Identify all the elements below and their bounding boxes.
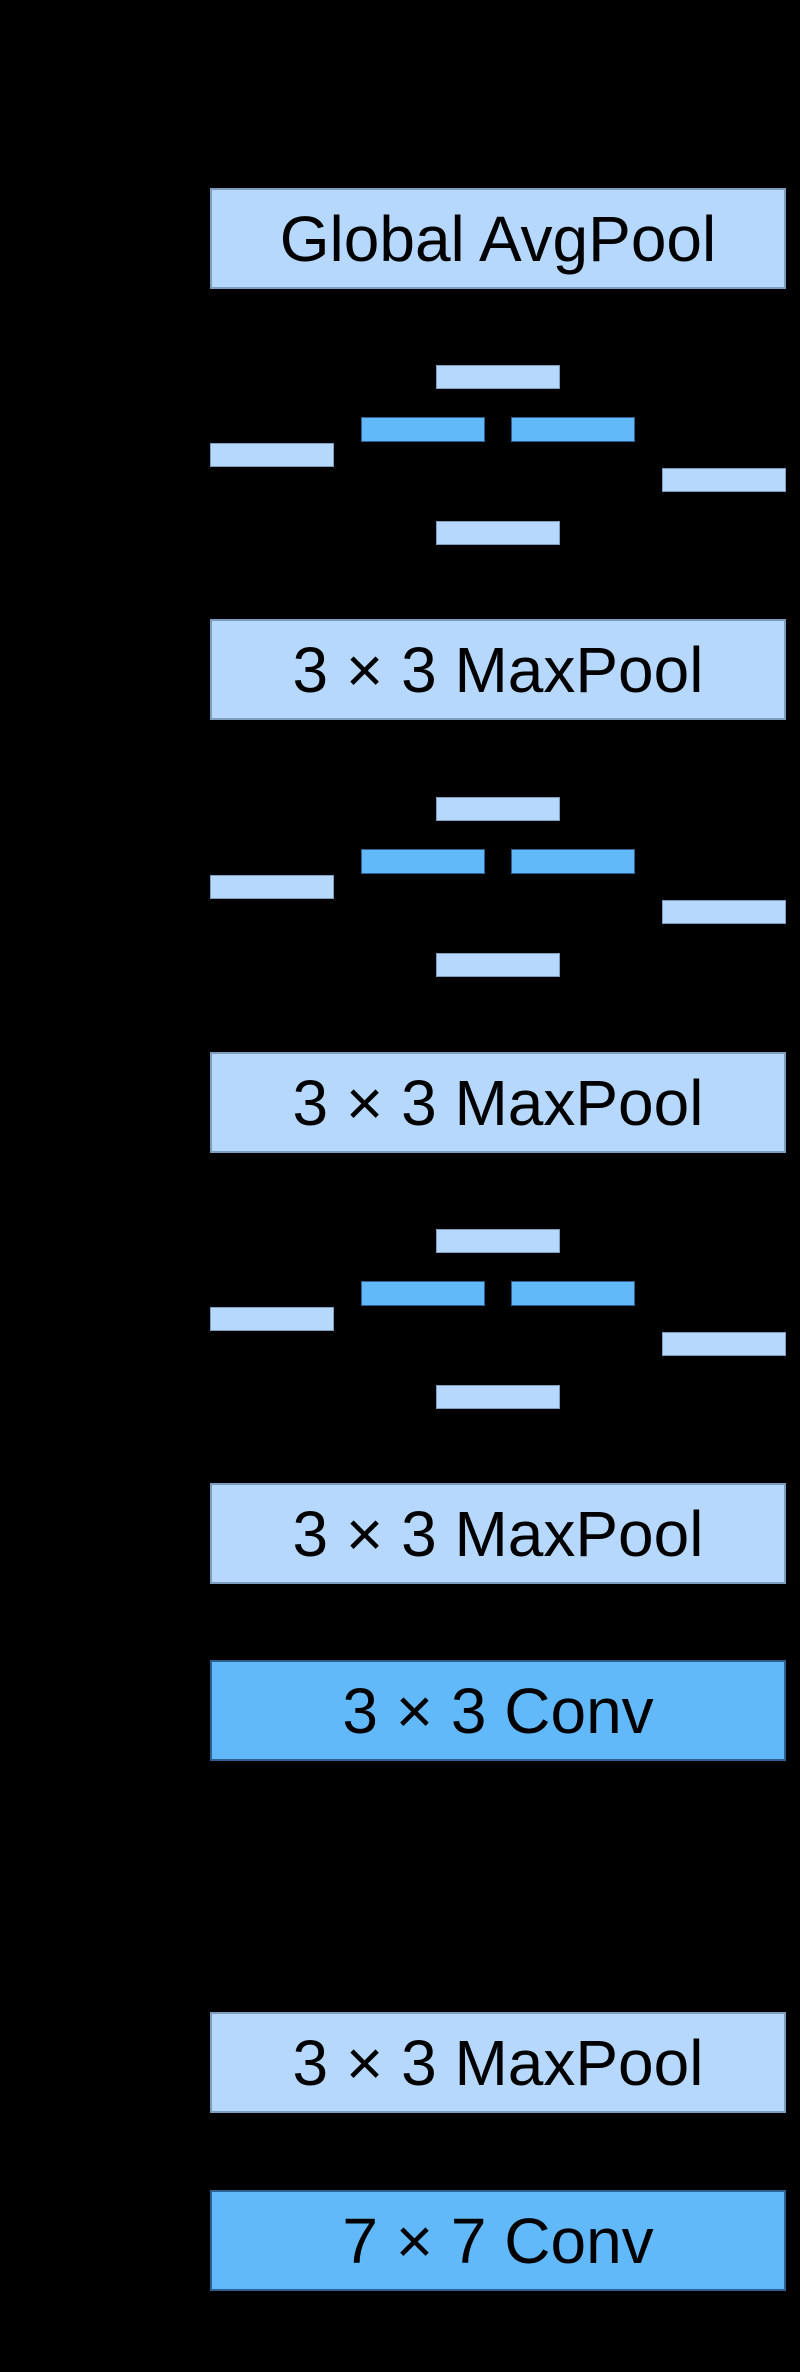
inception-top-box [436, 1229, 560, 1253]
inception-left-box [210, 875, 334, 899]
inception-mid-left-box [361, 849, 485, 874]
inception-left-box [210, 1307, 334, 1331]
inception-mid-right-box [511, 1281, 635, 1306]
layer-box-global-avgpool: Global AvgPool [210, 188, 786, 289]
inception-mid-right-box [511, 417, 635, 442]
inception-right-box [662, 468, 786, 492]
inception-block-2 [210, 797, 786, 977]
layer-box-maxpool-2: 3 × 3 MaxPool [210, 1052, 786, 1153]
inception-top-box [436, 797, 560, 821]
inception-bottom-box [436, 1385, 560, 1409]
layer-box-conv-7x7: 7 × 7 Conv [210, 2190, 786, 2291]
inception-top-box [436, 365, 560, 389]
inception-mid-right-box [511, 849, 635, 874]
inception-block-1 [210, 365, 786, 545]
inception-bottom-box [436, 953, 560, 977]
layer-box-maxpool-4: 3 × 3 MaxPool [210, 2012, 786, 2113]
layer-box-conv-3x3: 3 × 3 Conv [210, 1660, 786, 1761]
inception-mid-left-box [361, 417, 485, 442]
inception-bottom-box [436, 521, 560, 545]
inception-right-box [662, 1332, 786, 1356]
inception-mid-left-box [361, 1281, 485, 1306]
inception-right-box [662, 900, 786, 924]
inception-left-box [210, 443, 334, 467]
inception-block-3 [210, 1229, 786, 1409]
layer-box-maxpool-1: 3 × 3 MaxPool [210, 619, 786, 720]
layer-box-maxpool-3: 3 × 3 MaxPool [210, 1483, 786, 1584]
